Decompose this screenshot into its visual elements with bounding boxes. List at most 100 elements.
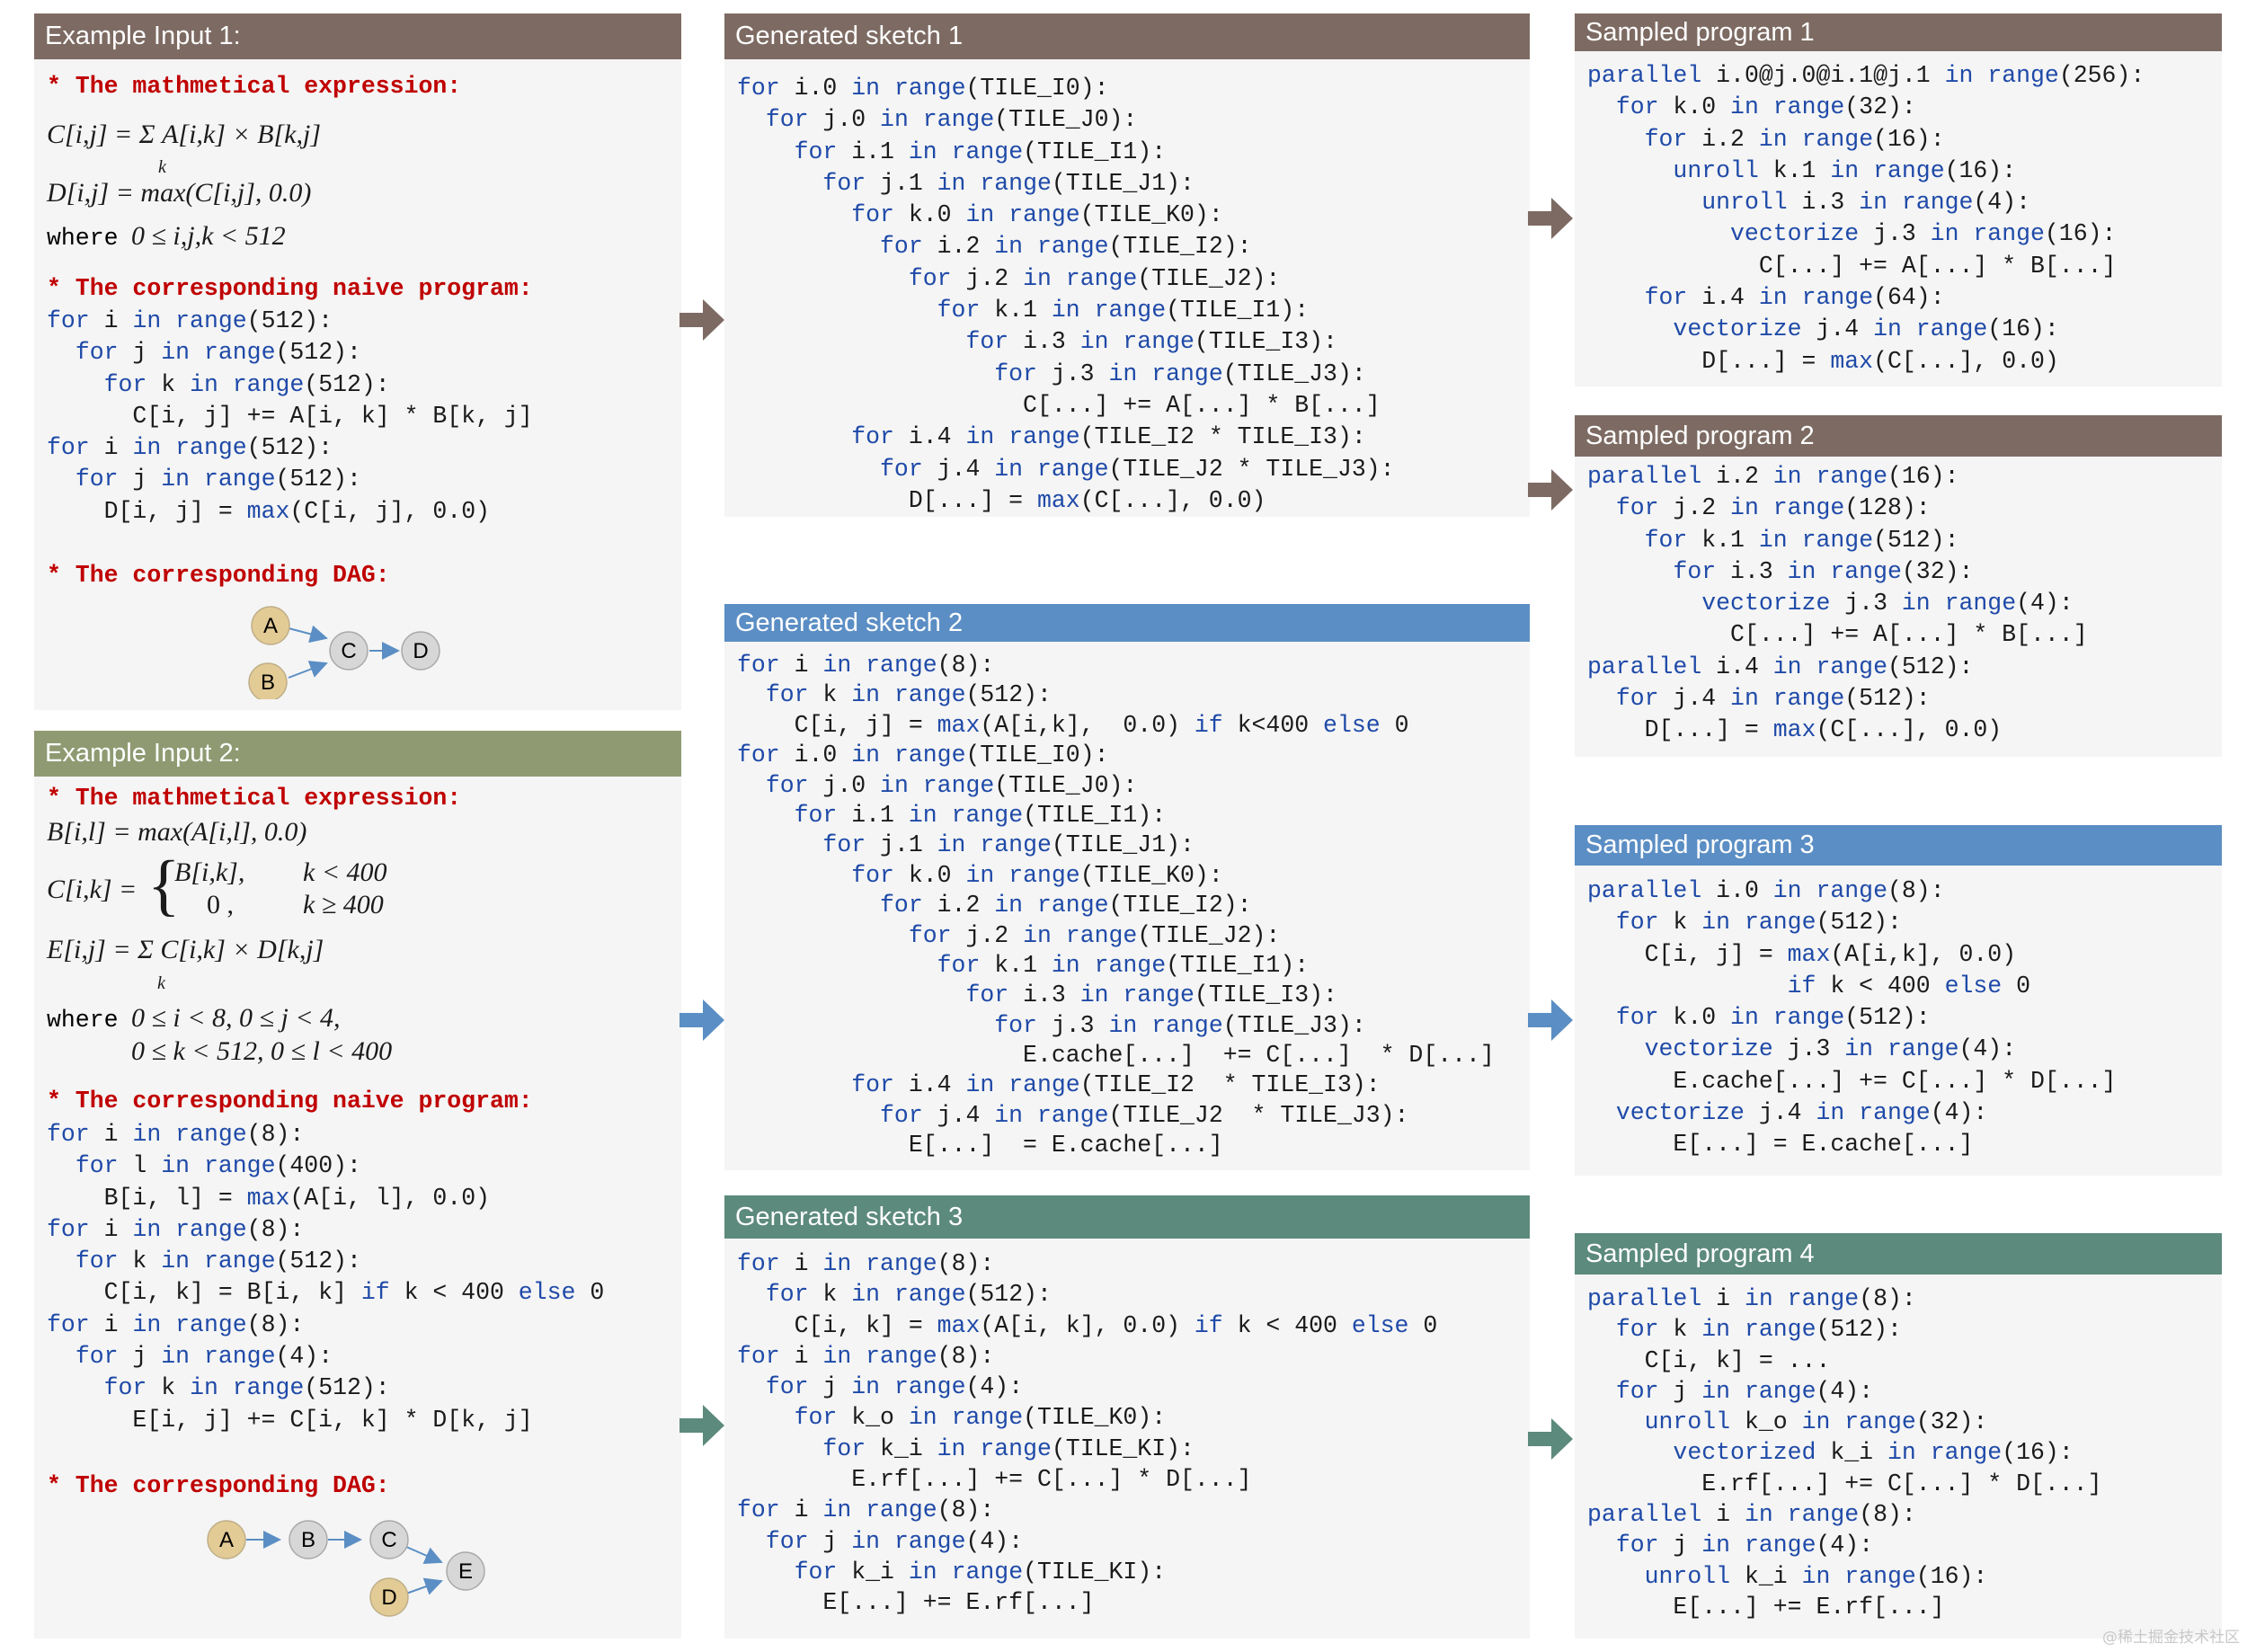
- svg-text:E: E: [458, 1559, 473, 1584]
- example2-dag-heading: * The corresponding DAG:: [47, 1472, 390, 1499]
- example1-equation-2: D[i,j] = max(C[i,j], 0.0): [47, 178, 312, 208]
- code-line: for j.2 in range(128):: [1615, 494, 1931, 522]
- sampled-program-4-code: parallel i in range(8): for k in range(5…: [1587, 1283, 2215, 1622]
- code-line: for i in range(512):: [47, 434, 333, 462]
- code-line: for k in range(512):: [1615, 909, 1902, 937]
- code-line: C[...] += A[...] * B[...]: [1587, 252, 2117, 280]
- code-line: for k in range(512):: [75, 1248, 361, 1275]
- code-line: unroll i.3 in range(4):: [1701, 189, 2031, 217]
- example2-equation-2: C[i,k] = { B[i,k], k < 400 0 , k ≥ 400: [47, 848, 387, 923]
- example2-equation-1: B[i,l] = max(A[i,l], 0.0): [47, 817, 307, 847]
- code-line: for k.1 in range(512):: [1644, 526, 1959, 554]
- code-line: for i.1 in range(TILE_I1):: [794, 801, 1167, 829]
- code-line: E[...] = E.cache[...]: [1587, 1131, 1974, 1159]
- example1-equation-1: C[i,j] = Σ A[i,k] × B[k,j]: [47, 120, 321, 149]
- code-line: unroll k_i in range(16):: [1644, 1562, 1988, 1590]
- example1-equation-1-subscript: k: [158, 157, 166, 177]
- generated-sketch-2-code: for i in range(8): for k in range(512): …: [737, 651, 1523, 1161]
- code-line: for k.0 in range(512):: [1615, 1004, 1931, 1032]
- dag-node-c: C: [329, 631, 369, 671]
- example-input-2-title: Example Input 2:: [34, 731, 681, 777]
- code-line: for j.1 in range(TILE_J1):: [822, 169, 1195, 197]
- arrow-right-icon: [679, 299, 724, 345]
- code-line: E.cache[...] += C[...] * D[...]: [1587, 1067, 2117, 1095]
- code-line: for i in range(8):: [737, 1250, 995, 1277]
- arrow-right-icon: [1528, 469, 1573, 515]
- code-line: for i.2 in range(TILE_I2):: [880, 892, 1252, 919]
- dag-node-a: A: [207, 1520, 246, 1559]
- arrow-right-icon: [679, 999, 724, 1045]
- code-line: for k in range(512):: [1615, 1316, 1902, 1344]
- dag-node-c: C: [369, 1520, 409, 1559]
- code-line: for j.4 in range(TILE_J2 * TILE_J3):: [880, 1101, 1409, 1129]
- code-line: for i.1 in range(TILE_I1):: [794, 138, 1167, 165]
- dag-node-a: A: [251, 606, 290, 645]
- code-line: C[i, k] = B[i, k] if k < 400 else 0: [47, 1279, 605, 1307]
- dag-node-d: D: [369, 1577, 409, 1617]
- generated-sketch-3-title: Generated sketch 3: [724, 1195, 1530, 1239]
- code-line: for i.4 in range(64):: [1644, 284, 1945, 312]
- sampled-program-1-code: parallel i.0@j.0@i.1@j.1 in range(256): …: [1587, 60, 2215, 377]
- code-line: for i in range(8):: [737, 1497, 995, 1524]
- example1-dag: A B C D: [214, 591, 502, 702]
- code-line: C[i, k] = max(A[i, k], 0.0) if k < 400 e…: [737, 1311, 1438, 1339]
- code-line: for i.3 in range(TILE_I3):: [965, 328, 1337, 356]
- svg-text:D: D: [381, 1585, 396, 1610]
- code-line: for i in range(8):: [47, 1310, 305, 1338]
- svg-text:B: B: [261, 671, 275, 695]
- code-line: for i.2 in range(TILE_I2):: [880, 233, 1252, 261]
- sampled-program-3-code: parallel i.0 in range(8): for k in range…: [1587, 875, 2215, 1161]
- code-line: for i.0 in range(TILE_I0):: [737, 742, 1109, 769]
- code-line: for j in range(4):: [75, 1343, 333, 1371]
- code-line: vectorized k_i in range(16):: [1673, 1439, 2074, 1467]
- sampled-program-4-panel: Sampled program 4 parallel i in range(8)…: [1575, 1233, 2222, 1639]
- code-line: for k.0 in range(32):: [1615, 93, 1916, 121]
- example-input-1-title: Example Input 1:: [34, 13, 681, 59]
- code-line: vectorize j.3 in range(16):: [1730, 220, 2117, 248]
- generated-sketch-2-title: Generated sketch 2: [724, 604, 1530, 642]
- example2-equation-3: E[i,j] = Σ C[i,k] × D[k,j]: [47, 935, 324, 964]
- code-line: for i.3 in range(TILE_I3):: [965, 981, 1337, 1009]
- code-line: if k < 400 else 0: [1787, 972, 2031, 999]
- svg-text:B: B: [301, 1528, 315, 1552]
- example2-naive-program: for i in range(8): for l in range(400): …: [47, 1119, 674, 1436]
- generated-sketch-1-title: Generated sketch 1: [724, 13, 1530, 59]
- arrow-right-icon: [1528, 999, 1573, 1045]
- sampled-program-3-title: Sampled program 3: [1575, 825, 2222, 866]
- code-line: B[i, l] = max(A[i, l], 0.0): [47, 1184, 490, 1212]
- code-line: for i in range(512):: [47, 307, 333, 334]
- example1-dag-heading: * The corresponding DAG:: [47, 562, 390, 589]
- code-line: E[...] += E.rf[...]: [1587, 1593, 1945, 1621]
- code-line: for j.4 in range(512):: [1615, 685, 1931, 713]
- code-line: E.rf[...] += C[...] * D[...]: [1587, 1470, 2102, 1497]
- code-line: C[i, j] = max(A[i,k], 0.0) if k<400 else…: [737, 711, 1409, 739]
- code-line: C[...] += A[...] * B[...]: [737, 391, 1381, 419]
- example1-where: where 0 ≤ i,j,k < 512: [47, 221, 286, 252]
- code-line: for k.1 in range(TILE_I1):: [937, 297, 1310, 324]
- svg-text:A: A: [263, 614, 278, 638]
- code-line: for i.4 in range(TILE_I2 * TILE_I3):: [851, 1071, 1381, 1099]
- code-line: for j in range(4):: [765, 1373, 1024, 1401]
- code-line: for k.1 in range(TILE_I1):: [937, 951, 1310, 979]
- arrow-right-icon: [1528, 1418, 1573, 1464]
- code-line: for j in range(512):: [75, 466, 361, 493]
- example-input-1-panel: Example Input 1: * The mathmetical expre…: [34, 13, 681, 710]
- code-line: E.cache[...] += C[...] * D[...]: [737, 1042, 1495, 1070]
- code-line: for j.4 in range(TILE_J2 * TILE_J3):: [880, 455, 1395, 483]
- generated-sketch-3-code: for i in range(8): for k in range(512): …: [737, 1248, 1523, 1619]
- code-line: unroll k.1 in range(16):: [1673, 156, 2017, 184]
- dag-node-b: B: [289, 1520, 328, 1559]
- example1-naive-program: for i in range(512): for j in range(512)…: [47, 306, 674, 528]
- svg-text:D: D: [413, 639, 428, 663]
- code-line: parallel i.0@j.0@i.1@j.1 in range(256):: [1587, 62, 2145, 89]
- code-line: for j.2 in range(TILE_J2):: [908, 921, 1281, 949]
- code-line: for j in range(4):: [1615, 1377, 1874, 1405]
- code-line: parallel i.0 in range(8):: [1587, 877, 1945, 904]
- example2-naive-heading: * The corresponding naive program:: [47, 1088, 533, 1115]
- example1-expr-heading: * The mathmetical expression:: [47, 73, 462, 100]
- sampled-program-4-title: Sampled program 4: [1575, 1233, 2222, 1275]
- code-line: for i.0 in range(TILE_I0):: [737, 75, 1109, 102]
- code-line: for i in range(8):: [47, 1215, 305, 1243]
- sampled-program-2-code: parallel i.2 in range(16): for j.2 in ra…: [1587, 461, 2215, 747]
- code-line: D[...] = max(C[...], 0.0): [1587, 716, 2003, 744]
